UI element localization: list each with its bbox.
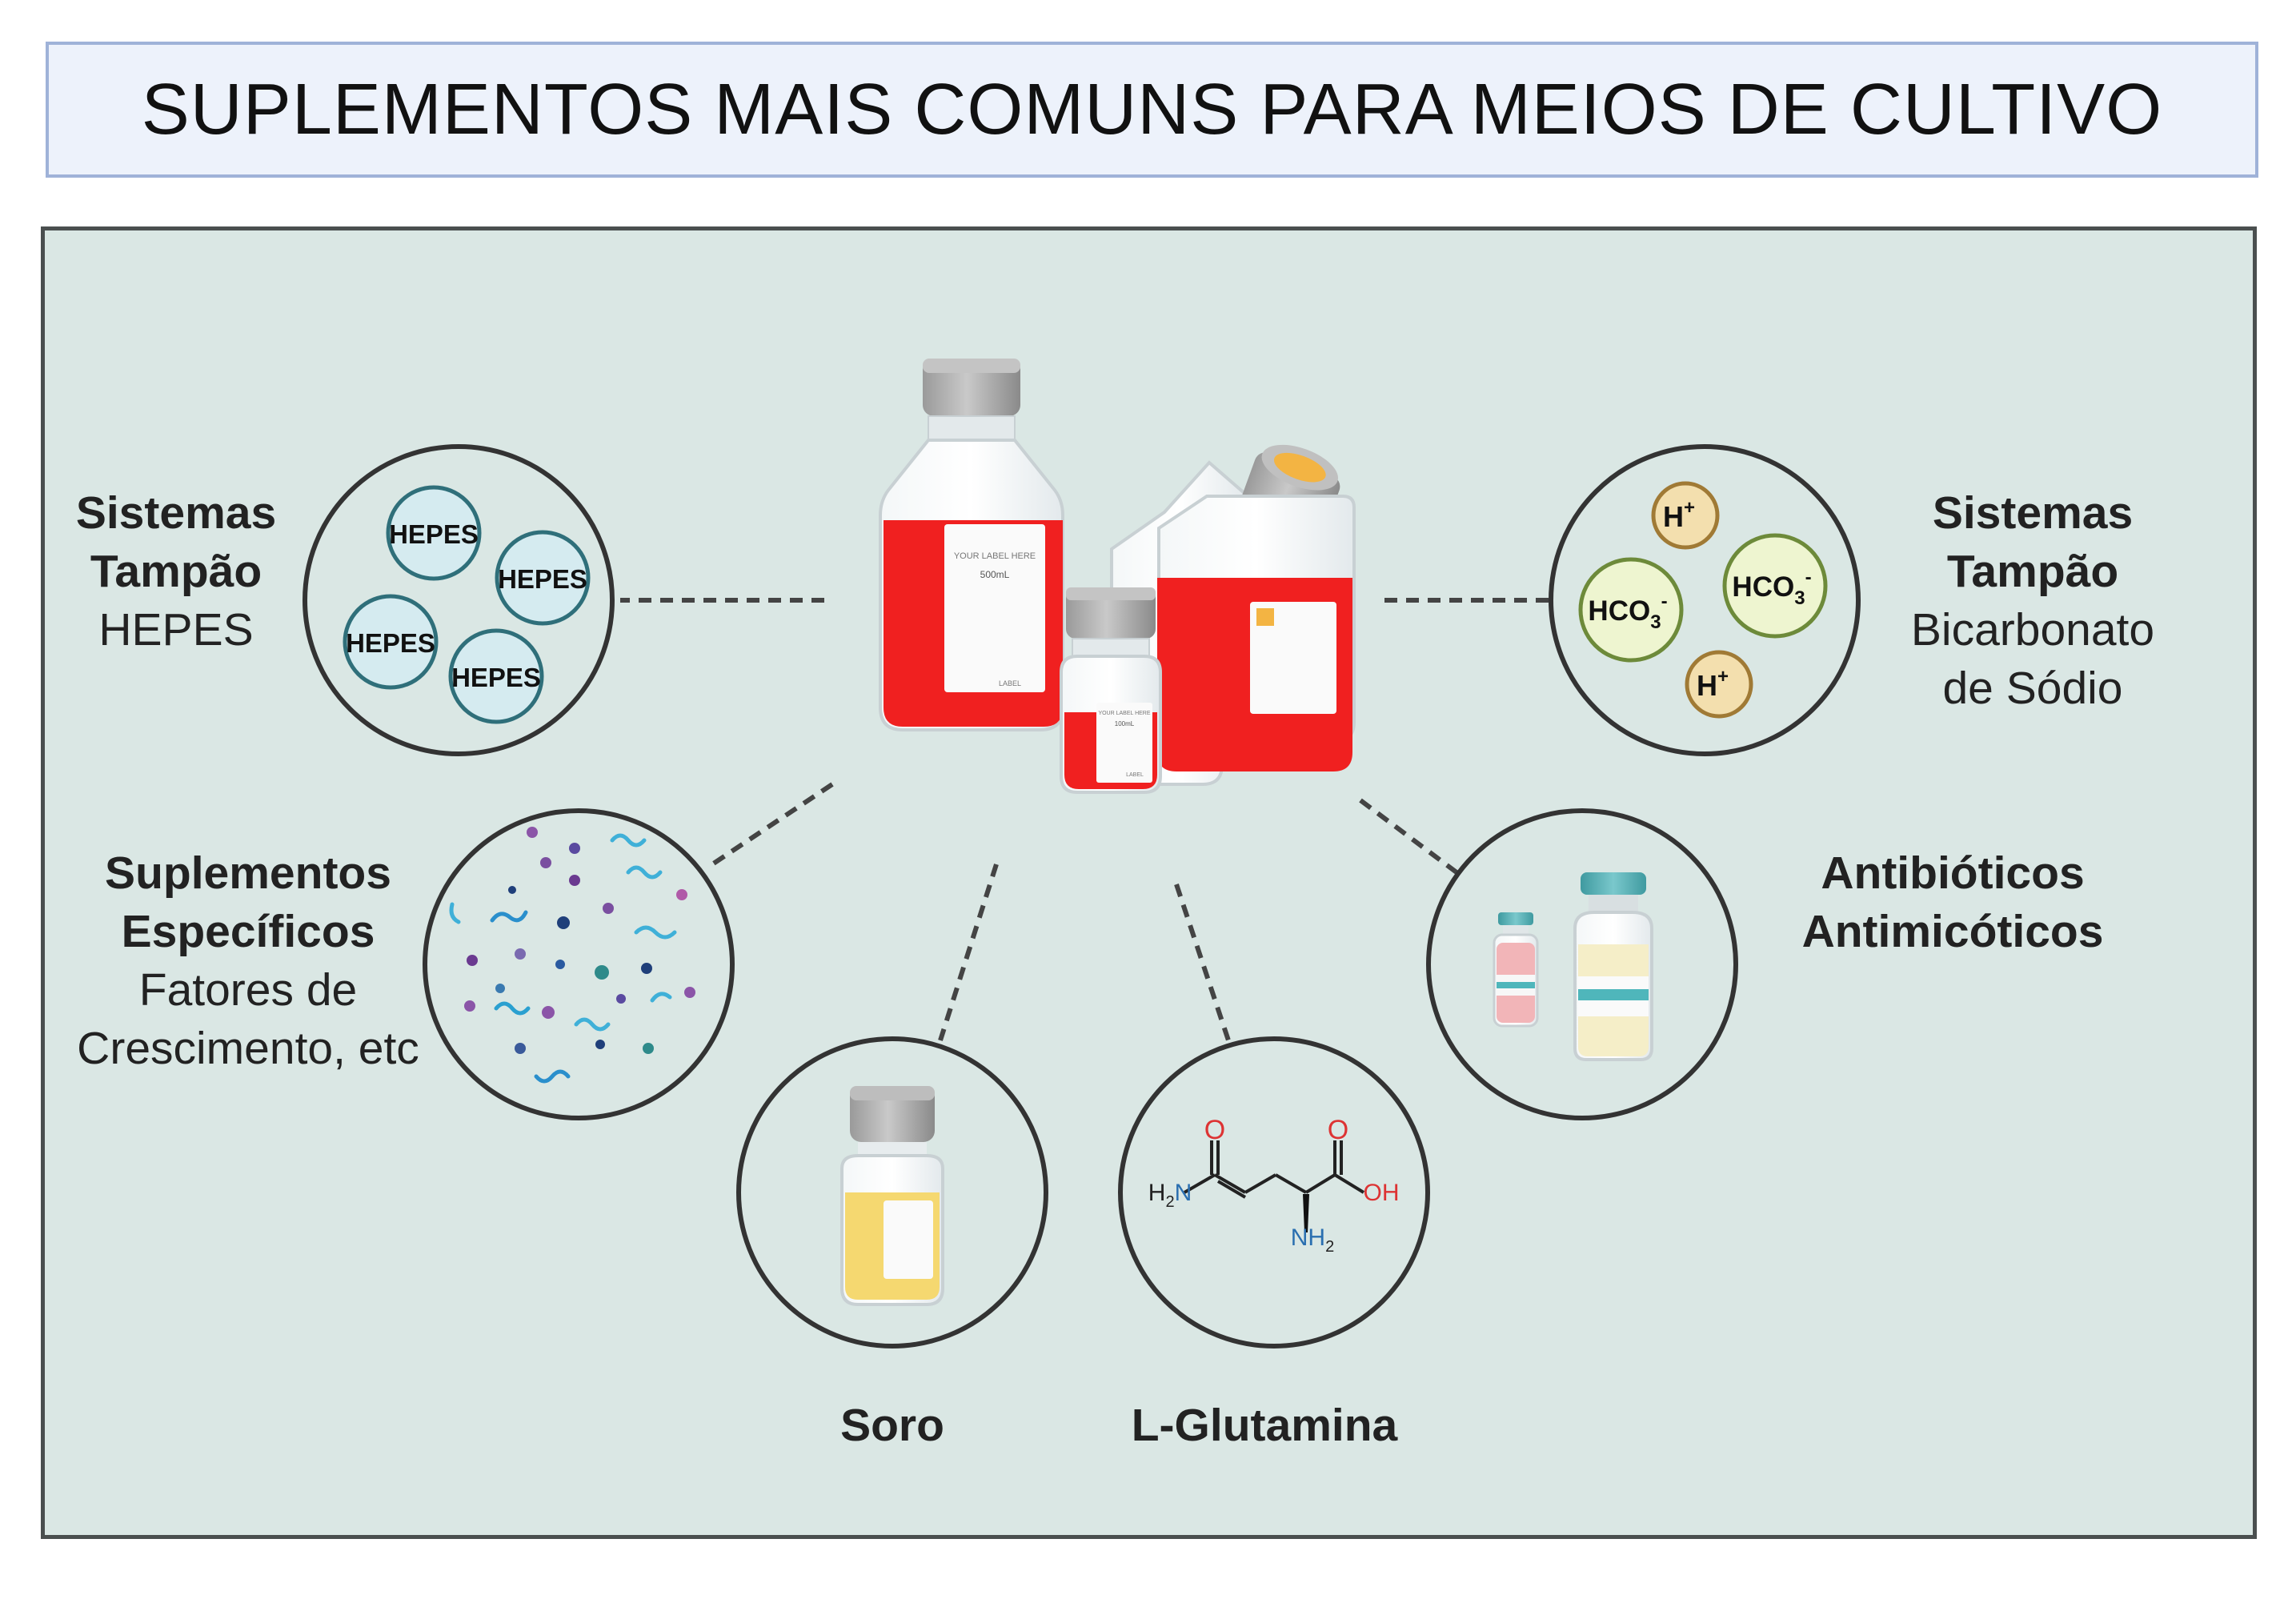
page-title: SUPLEMENTOS MAIS COMUNS PARA MEIOS DE CU… <box>141 69 2163 150</box>
media-bottles: YOUR LABEL HERE 500mL LABEL YOUR L <box>879 359 1356 794</box>
hepes-text: HEPES <box>389 519 479 549</box>
label-supl: Suplementos Específicos Fatores de Cresc… <box>44 844 452 1078</box>
small-vial-icon <box>1493 912 1539 1028</box>
bicarbonate-ion: HCO3- <box>1722 533 1828 639</box>
h-ion: H+ <box>1685 650 1753 719</box>
label-glutamina: L-Glutamina <box>1080 1397 1449 1455</box>
h-ion: H+ <box>1651 481 1720 550</box>
dots <box>464 827 695 1054</box>
bicarbonate-ion: HCO3- <box>1578 557 1684 663</box>
amide-h: H <box>1148 1180 1166 1206</box>
hco-symbol: HCO <box>1732 571 1794 603</box>
svg-text:HCO3-: HCO3- <box>1588 591 1667 633</box>
label-supl-line4: Crescimento, etc <box>77 1023 419 1074</box>
hepes-text: HEPES <box>498 564 587 594</box>
connector-glutamina <box>1174 884 1231 1041</box>
amine: NH <box>1291 1224 1325 1251</box>
title-box: SUPLEMENTOS MAIS COMUNS PARA MEIOS DE CU… <box>46 42 2258 178</box>
amide-sub: 2 <box>1165 1193 1174 1211</box>
antibiotics-circle <box>1426 808 1738 1120</box>
diagram-panel <box>41 226 2257 1539</box>
label-hepes: Sistemas Tampão HEPES <box>32 484 320 659</box>
label-bicarb-line1: Sistemas <box>1932 487 2134 539</box>
amine-sub: 2 <box>1325 1238 1334 1256</box>
svg-text:H+: H+ <box>1697 666 1729 702</box>
label-soro: Soro <box>780 1397 1004 1455</box>
small-bottle-footer-text: LABEL <box>1126 772 1144 778</box>
label-supl-line2: Específicos <box>121 906 375 957</box>
label-hepes-line2: Tampão <box>90 546 262 597</box>
label-antibio-line1: Antibióticos <box>1821 848 2085 899</box>
small-bottle-label-text: YOUR LABEL HERE <box>1098 711 1150 716</box>
glutamine-structure-icon <box>1183 1140 1365 1199</box>
serum-circle <box>736 1036 1048 1349</box>
label-soro-text: Soro <box>840 1400 944 1451</box>
label-antibio: Antibióticos Antimicóticos <box>1777 844 2129 961</box>
h-symbol: H <box>1697 669 1717 702</box>
label-bicarb-line4: de Sódio <box>1942 663 2123 714</box>
wedge-bond <box>1303 1194 1309 1232</box>
connector-supl <box>711 782 834 867</box>
connector-soro <box>938 864 999 1041</box>
bottle-footer-text: LABEL <box>999 679 1021 687</box>
particles <box>449 833 677 1084</box>
carbonyl-o: O <box>1204 1115 1225 1145</box>
large-vial-icon <box>1573 872 1653 1061</box>
bottle-label-text: YOUR LABEL HERE <box>954 551 1036 561</box>
svg-text:HCO3-: HCO3- <box>1732 567 1811 609</box>
large-media-bottle-icon: YOUR LABEL HERE 500mL LABEL <box>879 359 1064 731</box>
hco-sub: 3 <box>1650 611 1661 633</box>
label-hepes-line1: Sistemas <box>75 487 277 539</box>
hepes-text: HEPES <box>346 628 435 658</box>
small-media-bottle-icon: YOUR LABEL HERE 100mL LABEL <box>1060 587 1162 794</box>
label-antibio-line2: Antimicóticos <box>1801 906 2104 957</box>
connector-lines <box>620 598 1549 1041</box>
label-glutamina-text: L-Glutamina <box>1131 1400 1398 1451</box>
amide-n: N <box>1175 1180 1192 1206</box>
svg-text:NH2: NH2 <box>1291 1224 1334 1256</box>
label-bicarb-line3: Bicarbonato <box>1910 604 2155 655</box>
hepes-molecule: HEPES <box>495 530 591 626</box>
h-symbol: H <box>1663 500 1684 533</box>
hepes-circle: HEPES HEPES HEPES HEPES <box>303 444 615 756</box>
label-hepes-line3: HEPES <box>98 604 254 655</box>
hco-sub: 3 <box>1794 587 1805 609</box>
label-supl-line3: Fatores de <box>138 964 358 1016</box>
small-bottle-volume-text: 100mL <box>1115 720 1135 727</box>
hco-symbol: HCO <box>1588 595 1650 627</box>
serum-bottle-icon <box>840 1086 944 1306</box>
hepes-text: HEPES <box>451 663 541 692</box>
carbonyl-o: O <box>1328 1115 1348 1145</box>
h-charge: + <box>1717 666 1729 687</box>
culture-flask-icon <box>1110 444 1356 786</box>
hepes-molecule: HEPES <box>448 628 544 724</box>
label-bicarb: Sistemas Tampão Bicarbonato de Sódio <box>1873 484 2193 718</box>
growth-factors-circle <box>423 808 735 1120</box>
hepes-molecule: HEPES <box>386 485 482 581</box>
svg-text:H+: H+ <box>1663 497 1695 533</box>
hydroxyl: OH <box>1364 1180 1400 1206</box>
hepes-molecule: HEPES <box>343 594 439 690</box>
bicarb-circle: H+ H+ HCO3- HCO3- <box>1549 444 1861 756</box>
glutamine-circle: O O H2N OH NH2 <box>1118 1036 1430 1349</box>
label-supl-line1: Suplementos <box>105 848 391 899</box>
hco-charge: - <box>1661 591 1668 612</box>
svg-text:H2N: H2N <box>1148 1180 1192 1211</box>
bottle-volume-text: 500mL <box>980 569 1010 580</box>
label-bicarb-line2: Tampão <box>1946 546 2119 597</box>
connector-antibio <box>1359 798 1458 875</box>
h-charge: + <box>1684 497 1695 519</box>
hco-charge: - <box>1805 567 1812 588</box>
